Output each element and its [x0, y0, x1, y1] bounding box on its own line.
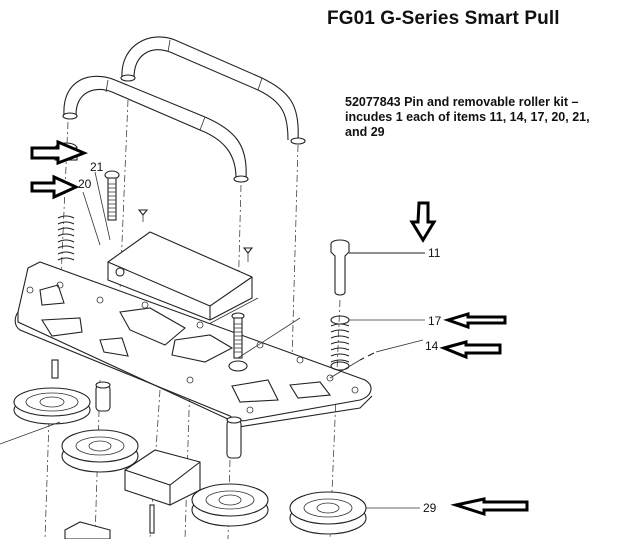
callout-29: 29 [423, 501, 437, 515]
callout-21: 21 [90, 160, 104, 174]
mount-bracket [124, 449, 201, 534]
diagram-title: FG01 G-Series Smart Pull [327, 8, 560, 29]
callout-14: 14 [425, 339, 439, 353]
pulley-left [0, 387, 91, 445]
rear-handle-bar [120, 36, 306, 145]
callout-20: 20 [78, 177, 92, 191]
center-bolt [228, 312, 301, 372]
front-handle-bar [62, 75, 249, 183]
highlight-arrow-29 [450, 497, 529, 517]
spacer-right [226, 416, 242, 459]
idler-spacer [51, 359, 111, 412]
clip-14 [329, 339, 424, 379]
highlight-arrow-14 [439, 340, 502, 360]
highlight-arrow-11 [409, 201, 437, 243]
pulley-middle [61, 429, 139, 473]
callout-11: 11 [428, 246, 441, 260]
base-plate [14, 261, 373, 429]
pin-11 [330, 239, 425, 296]
roller-pulley-29 [289, 491, 420, 535]
pulley-center [191, 483, 269, 527]
highlight-arrow-17 [443, 311, 507, 330]
bottom-bracket [64, 521, 111, 539]
callout-17: 17 [428, 314, 442, 328]
bolt-21 [82, 170, 120, 246]
spring-17 [330, 315, 425, 371]
highlight-arrow-upper-left [30, 139, 89, 166]
highlight-arrow-20 [30, 174, 80, 200]
kit-note: 52077843 Pin and removable roller kit – … [345, 95, 590, 139]
